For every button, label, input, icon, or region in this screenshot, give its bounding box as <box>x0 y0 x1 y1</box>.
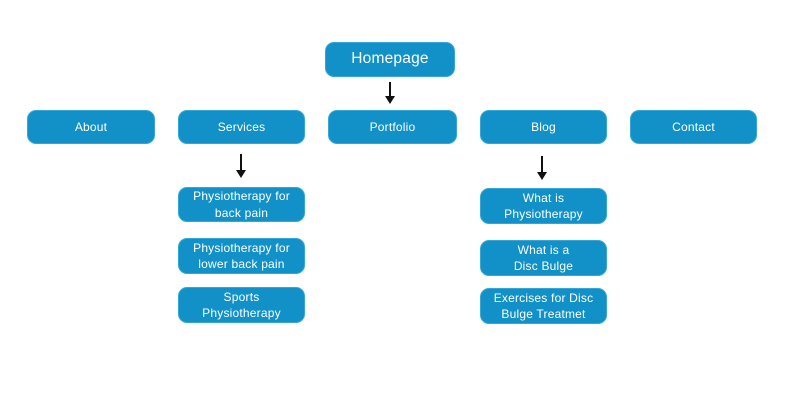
node-services: Services <box>178 110 305 144</box>
node-about: About <box>27 110 155 144</box>
node-label-line1: What is a <box>517 242 570 257</box>
arrow-services-to-children <box>235 154 247 178</box>
arrow-stem <box>540 156 544 172</box>
arrow-homepage-to-nav <box>384 82 396 104</box>
arrow-down-icon <box>537 172 547 180</box>
arrow-down-icon <box>385 96 395 104</box>
arrow-blog-to-children <box>536 156 548 180</box>
node-label-line2: Physiotherapy <box>504 207 583 221</box>
node-what-is-disc-bulge: What is a Disc Bulge <box>480 240 607 276</box>
node-label-line2: Disc Bulge <box>513 259 574 273</box>
node-label-line1: What is <box>522 190 565 205</box>
node-homepage: Homepage <box>325 42 455 77</box>
arrow-down-icon <box>236 170 246 178</box>
node-label-line2: lower back pain <box>198 257 285 271</box>
arrow-stem <box>388 82 392 96</box>
node-contact: Contact <box>630 110 757 144</box>
node-portfolio-label: Portfolio <box>369 119 416 134</box>
arrow-stem <box>239 154 243 170</box>
node-label-line2: back pain <box>214 205 269 220</box>
node-exercises-disc-bulge: Exercises for Disc Bulge Treatmet <box>480 288 607 324</box>
node-contact-label: Contact <box>672 119 715 134</box>
node-sports-physiotherapy: Sports Physiotherapy <box>178 287 305 323</box>
node-physio-back-pain: Physiotherapy for back pain <box>178 187 305 222</box>
node-blog: Blog <box>480 110 607 144</box>
node-physio-lower-back-pain: Physiotherapy for lower back pain <box>178 238 305 274</box>
node-label-line1: Physiotherapy for <box>193 189 290 204</box>
node-homepage-label: Homepage <box>351 50 429 68</box>
node-what-is-physiotherapy: What is Physiotherapy <box>480 188 607 224</box>
node-label-line2: Physiotherapy <box>202 306 281 320</box>
node-portfolio: Portfolio <box>328 110 457 144</box>
node-about-label: About <box>74 119 108 134</box>
node-label-line1: Physiotherapy for <box>193 240 290 255</box>
node-label-line1: Exercises for Disc <box>493 290 594 305</box>
node-blog-label: Blog <box>531 119 556 134</box>
node-services-label: Services <box>217 119 266 134</box>
node-label-line1: Sports <box>223 289 260 304</box>
node-label-line2: Bulge Treatmet <box>501 307 586 321</box>
